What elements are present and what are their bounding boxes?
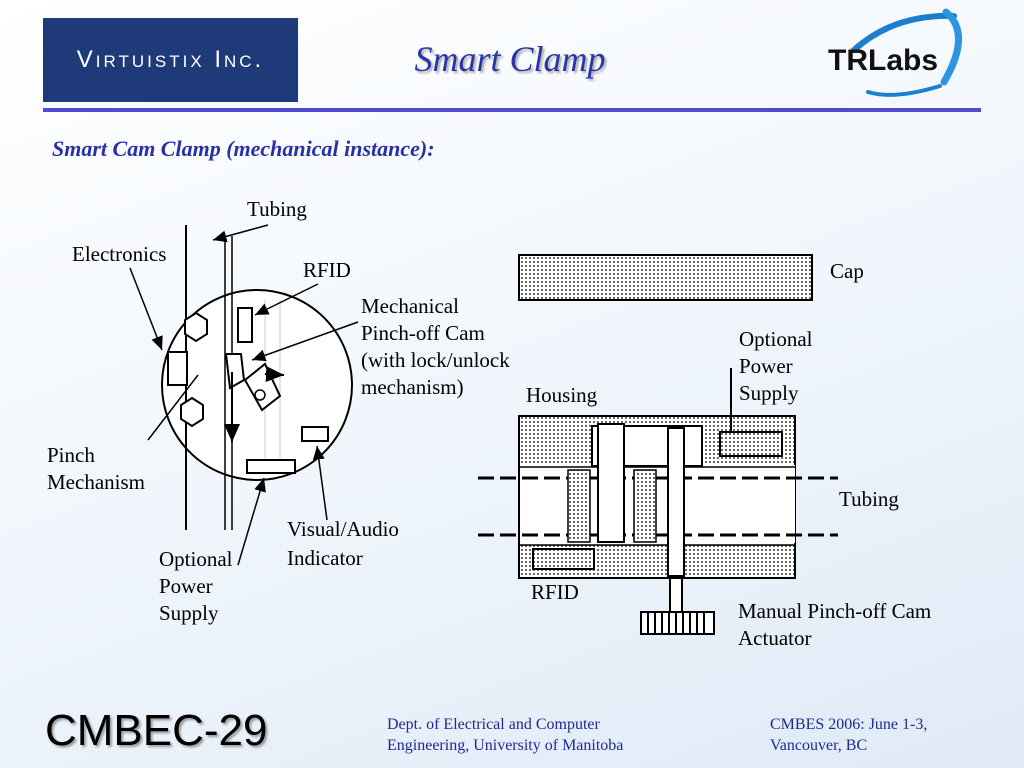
cap-shape [518,254,813,301]
footer-department: Dept. of Electrical and Computer Enginee… [387,716,624,754]
slide-title: Smart Clamp [414,39,606,79]
rfid-shape [532,548,595,570]
label-pinch-mechanism: Pinch Mechanism [47,443,145,494]
label-pinch-off-cam: Mechanical Pinch-off Cam (with lock/unlo… [361,294,510,399]
right-clamp-drawing [478,254,838,635]
power-supply-block [246,459,296,474]
left-leader-lines [129,224,359,566]
label-right-optional-power-supply: Optional Power Supply [739,327,813,405]
trlabs-logo: TRLabs [824,4,984,104]
title-rule [43,108,981,112]
label-visual-audio-indicator: Visual/Audio Indicator [287,517,399,570]
footer-event: CMBES 2006: June 1-3, Vancouver, BC [770,716,928,754]
virtuistix-logo: Virtuistix Inc. [43,18,298,102]
label-housing: Housing [526,383,598,407]
actuator-knob [640,611,715,635]
label-tubing: Tubing [247,197,307,221]
optional-power-supply-shape [719,431,783,457]
virtuistix-logo-text: Virtuistix Inc. [76,46,265,73]
label-right-tubing: Tubing [839,487,899,511]
pinch-mechanism [180,311,208,428]
left-clamp-drawing [129,224,359,566]
label-cap: Cap [830,259,864,283]
label-actuator: Manual Pinch-off Cam Actuator [738,599,932,650]
indicator-block [301,426,329,442]
electronics-block [167,351,188,386]
section-subtitle: Smart Cam Clamp (mechanical instance): [52,136,435,161]
trlabs-logo-text: TRLabs [828,44,938,77]
label-rfid: RFID [303,258,351,282]
label-electronics: Electronics [72,242,167,266]
label-right-rfid: RFID [531,580,579,604]
label-optional-power-supply: Optional Power Supply [159,547,233,625]
rfid-tag [237,307,253,343]
pinch-off-cam [224,353,285,442]
footer-conference-id: CMBEC-29 [45,706,268,755]
trlabs-logo-graphic: TRLabs [828,8,962,97]
